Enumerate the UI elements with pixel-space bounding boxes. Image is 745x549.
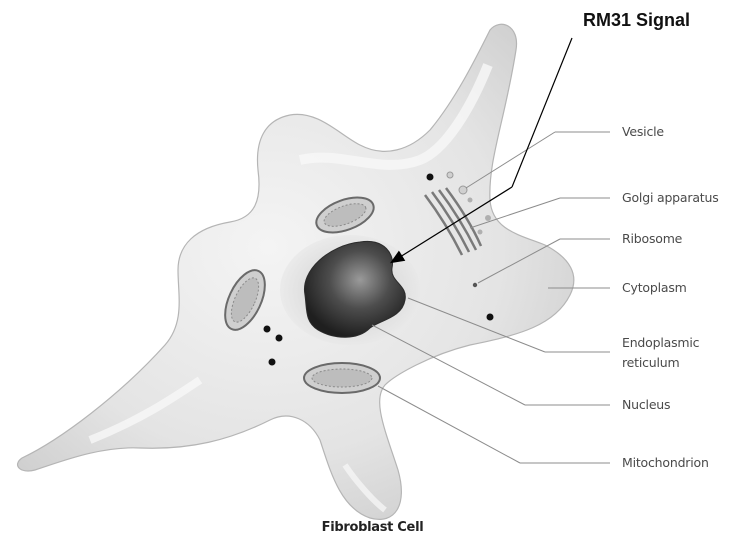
signal-title: RM31 Signal [583, 10, 690, 31]
ribosome [487, 314, 494, 321]
ribosome [473, 283, 477, 287]
vesicle [447, 172, 453, 178]
ribosome [427, 174, 434, 181]
ribosome [276, 335, 283, 342]
label-cytoplasm: Cytoplasm [622, 278, 687, 298]
caption: Fibroblast Cell [0, 520, 745, 535]
ribosome [264, 326, 271, 333]
label-nucleus: Nucleus [622, 395, 670, 415]
label-mitochondrion: Mitochondrion [622, 453, 709, 473]
ribosome [269, 359, 276, 366]
label-endoplasmic: Endoplasmic [622, 333, 699, 353]
label-reticulum: reticulum [622, 353, 680, 373]
signal-line [512, 38, 572, 187]
label-ribosome: Ribosome [622, 229, 682, 249]
vesicle [459, 186, 467, 194]
label-vesicle: Vesicle [622, 122, 664, 142]
label-golgi-apparatus: Golgi apparatus [622, 188, 719, 208]
mitochondrion [304, 363, 380, 393]
